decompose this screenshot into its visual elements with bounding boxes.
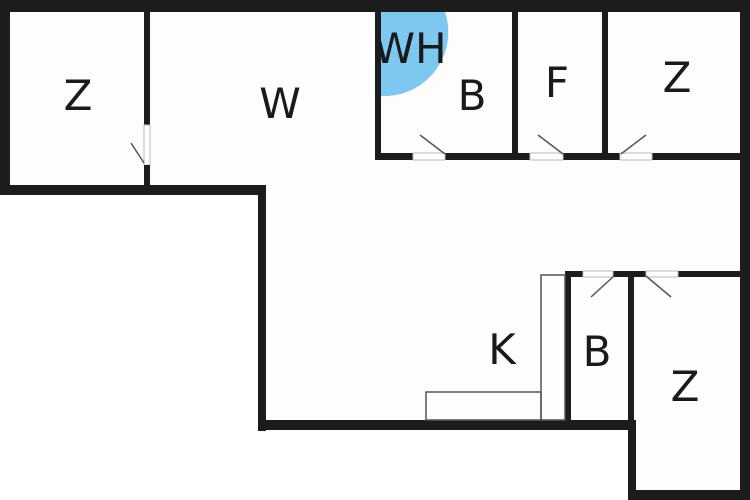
door-swing <box>537 134 564 155</box>
room-label-water-heater: WH <box>373 24 446 73</box>
room-label-right-bottom-z: Z <box>671 362 700 411</box>
door-opening <box>529 152 564 161</box>
room-label-bath-top: B <box>458 71 487 120</box>
wall-top <box>0 0 750 12</box>
room-label-bath-bottom: B <box>583 327 612 376</box>
kitchen-counter-horizontal <box>425 391 542 421</box>
wall-f-z <box>602 12 608 160</box>
room-label-living: W <box>259 79 301 128</box>
wall-b-f <box>512 12 518 160</box>
door-opening <box>143 124 151 166</box>
door-opening <box>582 270 614 278</box>
wall-wh-left <box>375 12 381 160</box>
wall-bottom-right <box>628 490 750 500</box>
room-label-kitchen: K <box>488 325 517 374</box>
wall-bottom <box>258 420 636 430</box>
floor-area <box>10 12 740 492</box>
door-opening <box>619 152 653 161</box>
wall-z-w <box>144 12 150 125</box>
room-label-right-top-z: Z <box>663 53 692 102</box>
door-swing <box>590 275 615 298</box>
water-heater-area <box>381 12 449 97</box>
door-opening <box>645 270 679 278</box>
wall-step <box>258 185 266 431</box>
wall-bottom-step <box>628 420 636 500</box>
wall-left-bottom <box>0 185 266 195</box>
wall-b-z <box>628 271 634 423</box>
door-swing <box>130 142 145 164</box>
wall-k-b <box>565 271 571 423</box>
room-label-left-z: Z <box>64 71 93 120</box>
door-swing <box>645 275 672 298</box>
wall-z-w-lower <box>144 165 150 187</box>
wall-left <box>0 0 10 195</box>
door-swing <box>419 134 446 155</box>
room-label-f-room: F <box>545 58 569 107</box>
wall-right <box>740 0 750 500</box>
door-swing <box>620 134 647 155</box>
door-opening <box>412 152 446 161</box>
kitchen-counter-vertical <box>540 274 566 421</box>
